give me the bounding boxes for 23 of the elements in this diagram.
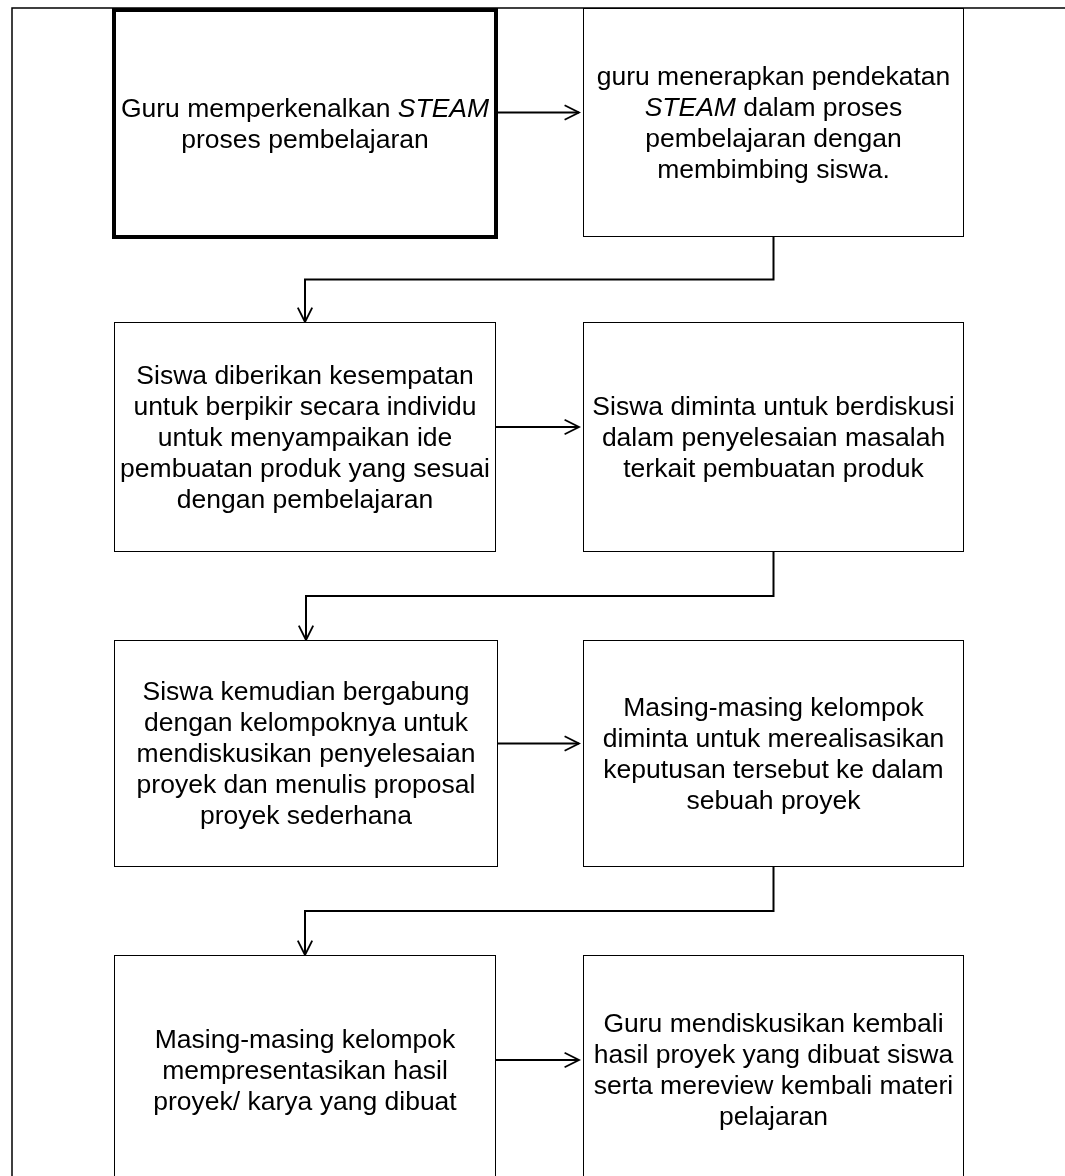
process-box (583, 8, 964, 237)
arrow (297, 551, 775, 641)
arrow (296, 236, 775, 323)
step-text: Masing-masing kelompok diminta untuk merealisasikan keputusan tersebut ke dalam sebuah proyek (601, 691, 946, 816)
step-text: Siswa diberikan kesempatan untuk berpikir secara individu untuk menyampaikan ide pembuatan produk yang sesuai dengan pembelajaran (119, 359, 491, 515)
arrow (495, 418, 580, 436)
process-box (583, 322, 964, 552)
step-text: Siswa kemudian bergabung dengan kelompoknya untuk mendiskusikan penyelesaian proyek dan menulis proposal proyek sederhana (135, 676, 477, 831)
step-text: Guru memperkenalkan STEAM proses pembelajaran (120, 92, 490, 155)
step-text: Siswa diminta untuk berdiskusi dalam penyelesaian masalah terkait pembuatan produk (591, 390, 956, 484)
arrow (497, 735, 580, 752)
step-text: Guru mendiskusikan kembali hasil proyek yang dibuat siswa serta mereview kembali materi pelajaran (592, 1008, 955, 1132)
arrow (495, 1051, 580, 1069)
process-box (114, 322, 496, 552)
step-text: Masing-masing kelompok mempresentasikan hasil proyek/ karya yang dibuat (152, 1023, 458, 1117)
arrow (296, 866, 775, 956)
arrow (497, 104, 580, 121)
process-box (114, 640, 498, 867)
process-box (112, 8, 498, 239)
step-text: guru menerapkan pendekatan STEAM dalam proses pembelajaran dengan membimbing siswa. (595, 60, 952, 185)
process-box (583, 955, 964, 1176)
process-box (114, 955, 496, 1176)
process-box (583, 640, 964, 867)
